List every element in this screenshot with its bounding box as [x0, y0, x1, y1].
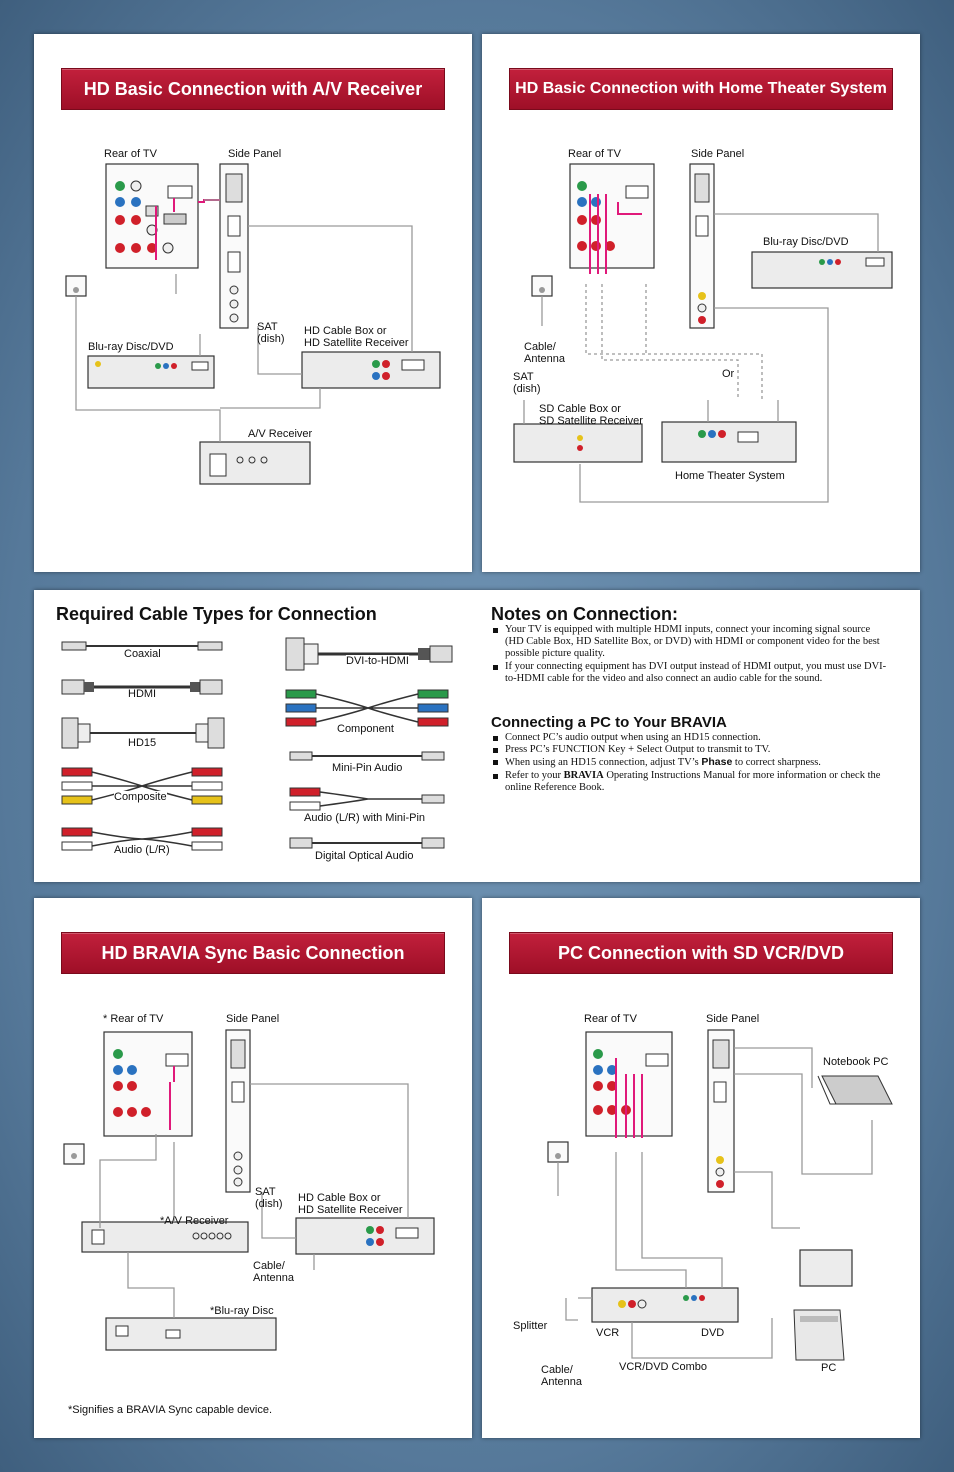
pc-connection-diagram	[482, 898, 920, 1438]
label-pc: PC	[821, 1362, 836, 1374]
notebook-pc	[822, 1076, 892, 1104]
cable-label-dvi-hdmi: DVI-to-HDMI	[346, 655, 409, 667]
pc-note-item: When using an HD15 connection, adjust TV…	[491, 756, 891, 769]
label-bluray: Blu-ray Disc/DVD	[88, 341, 174, 353]
av-receiver-diagram	[34, 34, 472, 572]
cable-label-hdmi: HDMI	[128, 688, 156, 700]
label-hd-cable-2: HD Satellite Receiver	[304, 337, 409, 349]
home-theater-diagram	[482, 34, 920, 572]
label-bluray: *Blu-ray Disc	[210, 1305, 274, 1317]
bravia-sync-diagram	[34, 898, 472, 1438]
label-sat: SAT (dish)	[257, 321, 285, 345]
label-rear-tv: Rear of TV	[584, 1013, 637, 1025]
cable-label-mini-pin: Mini-Pin Audio	[332, 762, 402, 774]
panel-cable-types-notes: Required Cable Types for Connection Coax…	[34, 590, 920, 882]
pc-note-text: to correct sharpness.	[732, 757, 821, 768]
pc-io-panel	[800, 1250, 852, 1286]
label-rear-tv: * Rear of TV	[103, 1013, 163, 1025]
label-sd-cable-1: SD Cable Box or	[539, 403, 621, 415]
pc-note-text: Refer to your	[505, 770, 564, 781]
label-side-panel: Side Panel	[226, 1013, 279, 1025]
pc-note-text: When using an HD15 connection, adjust TV…	[505, 757, 701, 768]
label-av-receiver: A/V Receiver	[248, 428, 312, 440]
pc-note-item: Press PC’s FUNCTION Key + Select Output …	[491, 744, 891, 756]
phase-term: Phase	[701, 756, 732, 768]
label-sat-1: SAT	[255, 1186, 276, 1198]
panel-home-theater: HD Basic Connection with Home Theater Sy…	[482, 34, 920, 572]
label-hd-cable-1: HD Cable Box or	[304, 325, 387, 337]
label-sd-cable-2: SD Satellite Receiver	[539, 415, 643, 427]
panel-bravia-sync: HD BRAVIA Sync Basic Connection * Rear o…	[34, 898, 472, 1438]
label-sat-2: (dish)	[513, 383, 541, 395]
label-combo: VCR/DVD Combo	[619, 1361, 707, 1373]
pc-note-item: Connect PC’s audio output when using an …	[491, 732, 891, 744]
cable-label-optical: Digital Optical Audio	[315, 850, 413, 862]
cable-label-coaxial: Coaxial	[124, 648, 161, 660]
label-notebook: Notebook PC	[823, 1056, 888, 1068]
label-rear-tv: Rear of TV	[104, 148, 157, 160]
label-hd-cable-1: HD Cable Box or	[298, 1192, 381, 1204]
notes-heading: Notes on Connection:	[491, 604, 678, 625]
label-rear-tv: Rear of TV	[568, 148, 621, 160]
label-cable-antenna-2: Antenna	[253, 1272, 294, 1284]
label-side-panel: Side Panel	[228, 148, 281, 160]
cable-label-composite: Composite	[114, 791, 167, 803]
label-sat-2: (dish)	[255, 1198, 283, 1210]
label-splitter: Splitter	[513, 1320, 547, 1332]
bravia-term: BRAVIA	[564, 770, 604, 781]
label-cable-antenna-1: Cable/	[541, 1364, 573, 1376]
label-vcr: VCR	[596, 1327, 619, 1339]
notes-list: Your TV is equipped with multiple HDMI i…	[491, 624, 891, 685]
panel-pc-connection: PC Connection with SD VCR/DVD Rear of TV…	[482, 898, 920, 1438]
cable-label-hd15: HD15	[128, 737, 156, 749]
label-side-panel: Side Panel	[706, 1013, 759, 1025]
note-item: If your connecting equipment has DVI out…	[491, 661, 891, 685]
label-cable-antenna-1: Cable/	[524, 341, 556, 353]
cable-label-audio-mini: Audio (L/R) with Mini-Pin	[304, 812, 425, 824]
label-av-receiver: *A/V Receiver	[160, 1215, 228, 1227]
label-cable-antenna-1: Cable/	[253, 1260, 285, 1272]
label-hd-cable-2: HD Satellite Receiver	[298, 1204, 403, 1216]
label-or: Or	[722, 368, 734, 380]
pc-note-item: Refer to your BRAVIA Operating Instructi…	[491, 770, 891, 794]
label-cable-antenna-2: Antenna	[524, 353, 565, 365]
panel-av-receiver: HD Basic Connection with A/V Receiver	[34, 34, 472, 572]
home-theater-system	[662, 422, 796, 462]
pc-heading: Connecting a PC to Your BRAVIA	[491, 714, 727, 731]
label-dvd: DVD	[701, 1327, 724, 1339]
label-home-theater: Home Theater System	[675, 470, 785, 482]
vcr-dvd-combo	[592, 1288, 738, 1322]
bluray-player	[752, 252, 892, 288]
label-bluray: Blu-ray Disc/DVD	[763, 236, 849, 248]
cable-label-audio-lr: Audio (L/R)	[114, 844, 170, 856]
bluray-player	[88, 356, 214, 388]
label-cable-antenna-2: Antenna	[541, 1376, 582, 1388]
note-item: Your TV is equipped with multiple HDMI i…	[491, 624, 891, 661]
bluray-player	[106, 1318, 276, 1350]
footnote: *Signifies a BRAVIA Sync capable device.	[68, 1404, 272, 1416]
pc-notes-list: Connect PC’s audio output when using an …	[491, 732, 891, 794]
label-sat-1: SAT	[513, 371, 534, 383]
label-side-panel: Side Panel	[691, 148, 744, 160]
cable-label-component: Component	[337, 723, 394, 735]
sd-cable-box	[514, 424, 642, 462]
